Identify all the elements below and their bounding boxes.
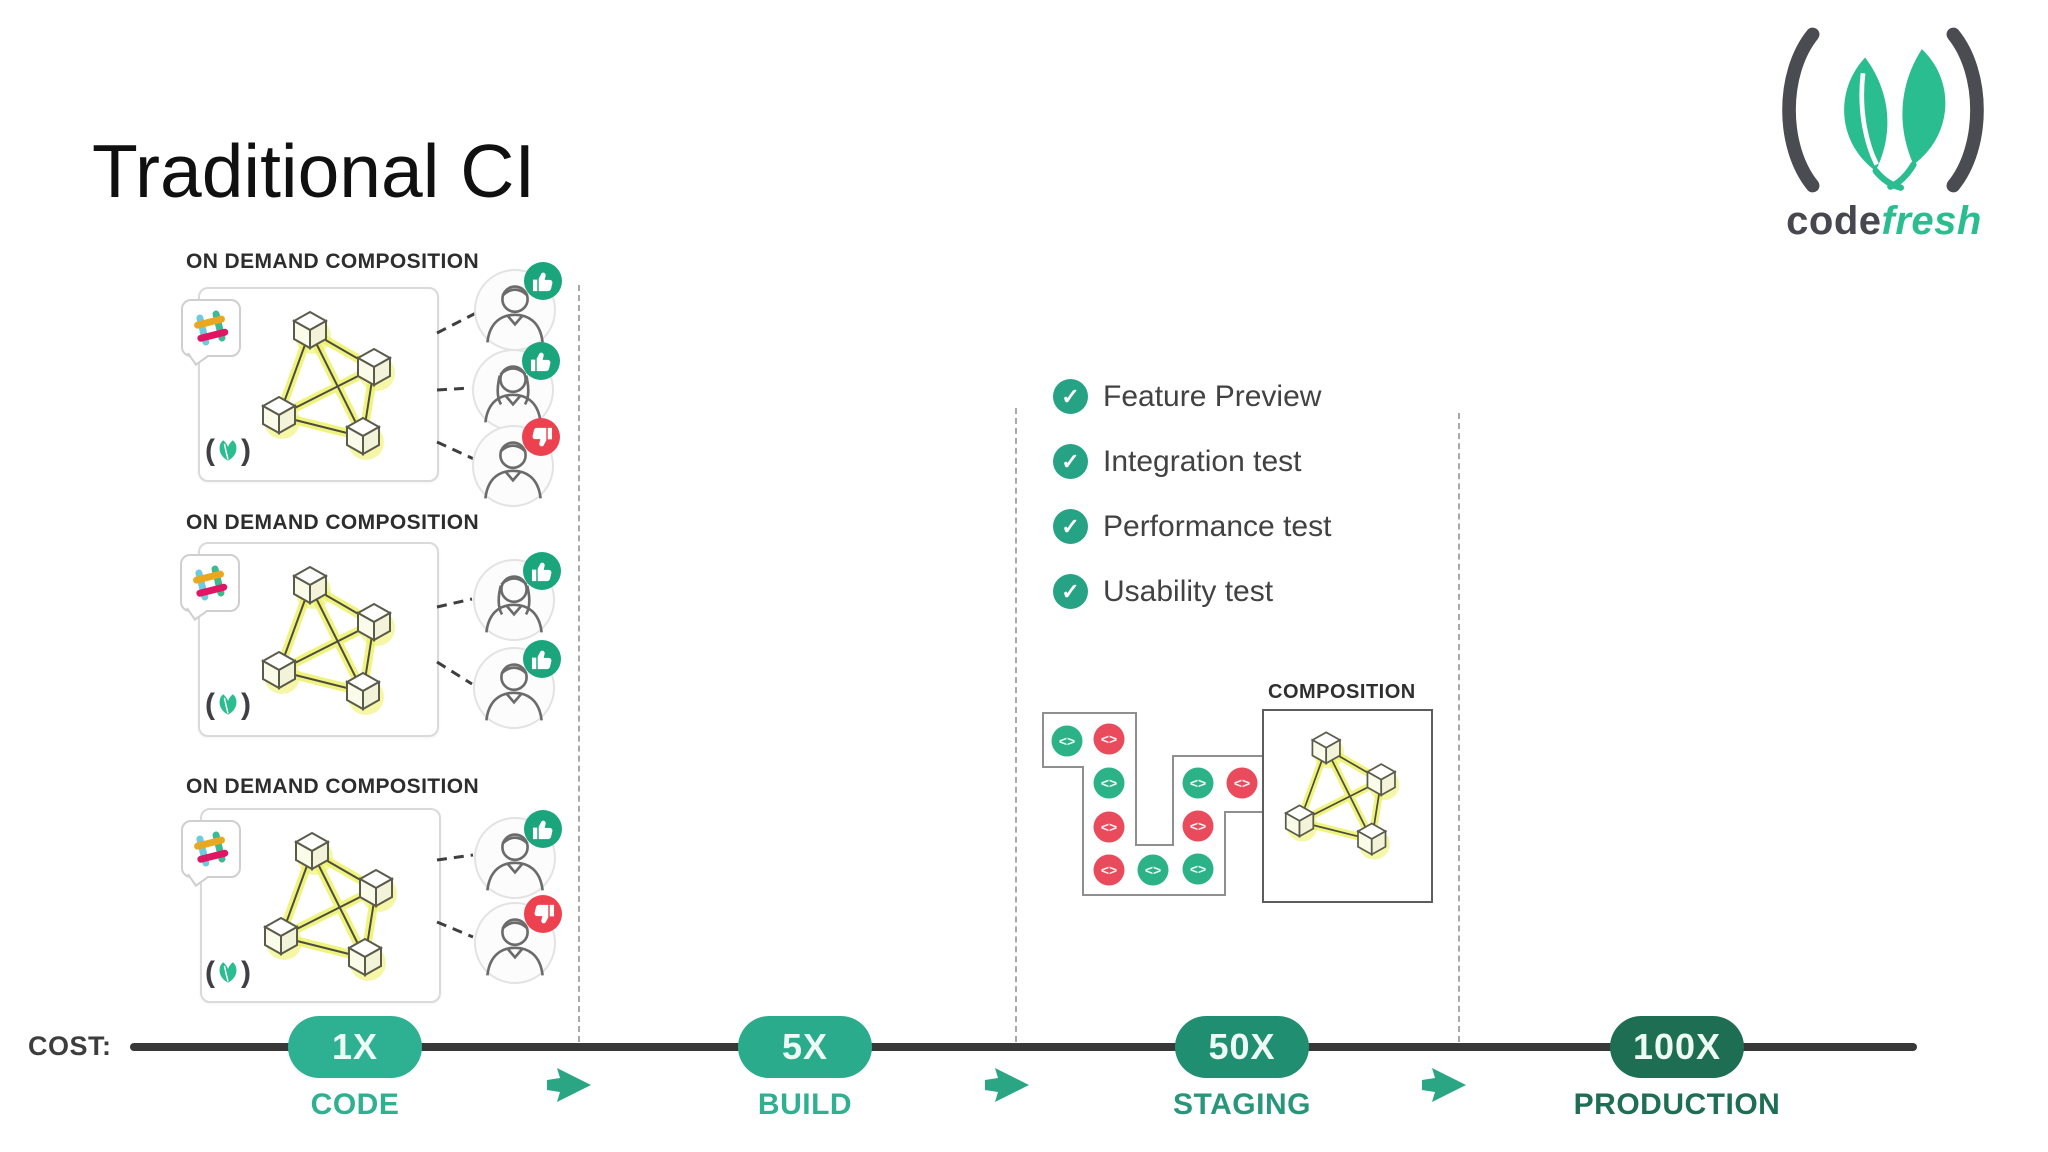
stage-arrow-icon xyxy=(547,1068,591,1102)
check-icon: ✓ xyxy=(1053,379,1088,414)
checklist-item: ✓ Feature Preview xyxy=(1053,364,1331,429)
codefresh-mini-logo-3: () xyxy=(205,956,251,989)
slack-bubble-2 xyxy=(180,554,240,612)
stage-pill-build: 5X xyxy=(738,1016,872,1078)
block-3-label: ON DEMAND COMPOSITION xyxy=(186,775,480,798)
logo-text-fresh: fresh xyxy=(1881,199,1982,243)
code-commit-icon: <> xyxy=(1182,853,1214,885)
staging-pipeline: <> <> <> <> <> <> <> <> <> <> xyxy=(1042,709,1433,903)
thumb-up-icon xyxy=(524,262,562,300)
page-title: Traditional CI xyxy=(92,129,536,213)
code-commit-icon: <> xyxy=(1182,810,1214,842)
stage-pill-code: 1X xyxy=(288,1016,422,1078)
code-commit-icon: <> xyxy=(1051,725,1083,757)
checklist-item: ✓ Usability test xyxy=(1053,559,1331,624)
cost-label: COST: xyxy=(28,1031,112,1061)
svg-text:<>: <> xyxy=(1101,731,1117,747)
checklist-item-label: Integration test xyxy=(1103,444,1302,478)
code-commit-icon: <> xyxy=(1226,767,1258,799)
stage-separator-3 xyxy=(1458,413,1460,1042)
svg-text:<>: <> xyxy=(1190,861,1206,877)
avatar-man xyxy=(474,810,562,899)
stage-separator-2 xyxy=(1015,408,1017,1042)
codefresh-mini-logo-2: () xyxy=(205,688,251,721)
code-commit-icon: <> xyxy=(1093,811,1125,843)
check-icon: ✓ xyxy=(1053,444,1088,479)
code-commit-icon: <> xyxy=(1182,767,1214,799)
svg-text:<>: <> xyxy=(1101,819,1117,835)
stage-arrow-icon xyxy=(985,1068,1029,1102)
code-commit-icon: <> xyxy=(1093,854,1125,886)
checklist-item: ✓ Performance test xyxy=(1053,494,1331,559)
avatar-man xyxy=(474,262,562,351)
stage-separator-1 xyxy=(578,285,580,1042)
stage-pill-production: 100X xyxy=(1610,1016,1744,1078)
code-commit-icon: <> xyxy=(1093,767,1125,799)
slack-bubble-1 xyxy=(181,299,241,357)
avatar-woman xyxy=(473,552,561,641)
stage-name-production: PRODUCTION xyxy=(1573,1088,1781,1121)
pipeline-path xyxy=(1042,712,1263,896)
avatar-man xyxy=(472,418,560,507)
codefresh-logo: codefresh xyxy=(1768,26,2000,244)
check-icon: ✓ xyxy=(1053,574,1088,609)
slack-bubble-3 xyxy=(181,820,241,878)
checklist-item-label: Usability test xyxy=(1103,574,1274,608)
checklist-item-label: Feature Preview xyxy=(1103,379,1322,413)
svg-text:<>: <> xyxy=(1190,818,1206,834)
code-commit-icon: <> xyxy=(1093,723,1125,755)
avatar-man xyxy=(473,640,561,729)
thumb-up-icon xyxy=(523,640,561,678)
stage-name-code: CODE xyxy=(310,1088,400,1121)
svg-text:<>: <> xyxy=(1059,733,1075,749)
thumb-up-icon xyxy=(522,342,560,380)
checklist-item-label: Performance test xyxy=(1103,509,1332,543)
stage-pill-staging: 50X xyxy=(1175,1016,1309,1078)
svg-text:<>: <> xyxy=(1101,862,1117,878)
svg-text:<>: <> xyxy=(1101,775,1117,791)
svg-text:<>: <> xyxy=(1145,862,1161,878)
checklist-item: ✓ Integration test xyxy=(1053,429,1331,494)
thumb-up-icon xyxy=(524,810,562,848)
block-2-label: ON DEMAND COMPOSITION xyxy=(186,511,480,534)
check-icon: ✓ xyxy=(1053,509,1088,544)
thumb-down-icon xyxy=(522,418,560,456)
thumb-down-icon xyxy=(524,895,562,933)
codefresh-leaf-icon xyxy=(1782,27,1984,193)
composition-label: COMPOSITION xyxy=(1268,681,1416,703)
code-commit-icon: <> xyxy=(1137,854,1169,886)
test-checklist: ✓ Feature Preview ✓ Integration test ✓ P… xyxy=(1053,364,1331,624)
logo-text-code: code xyxy=(1786,199,1882,243)
block-1-label: ON DEMAND COMPOSITION xyxy=(186,250,480,273)
codefresh-wordmark: codefresh xyxy=(1768,199,2000,244)
stage-name-staging: STAGING xyxy=(1173,1088,1311,1121)
codefresh-mini-logo-1: () xyxy=(205,434,251,467)
avatar-woman xyxy=(472,342,560,431)
composition-output-box xyxy=(1262,709,1433,903)
svg-text:<>: <> xyxy=(1190,775,1206,791)
timeline-bar xyxy=(130,1043,1917,1051)
svg-text:<>: <> xyxy=(1234,775,1250,791)
avatar-man xyxy=(474,895,562,984)
thumb-up-icon xyxy=(523,552,561,590)
stage-arrow-icon xyxy=(1422,1068,1466,1102)
stage-name-build: BUILD xyxy=(757,1088,853,1121)
